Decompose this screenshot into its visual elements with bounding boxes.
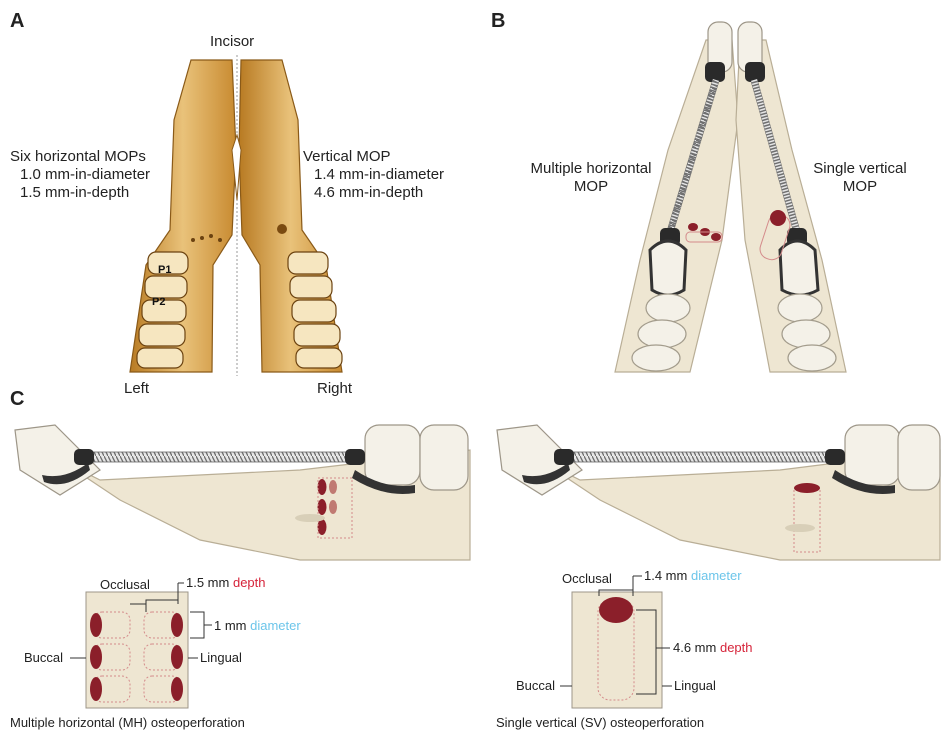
panel-a-jaw-image bbox=[130, 55, 342, 376]
panel-c-sv-illustration bbox=[497, 425, 940, 708]
a-left-line1: 1.0 mm-in-diameter bbox=[20, 166, 150, 184]
a-left-line2: 1.5 mm-in-depth bbox=[20, 184, 129, 202]
sv-buccal-label: Buccal bbox=[516, 678, 555, 693]
mh-buccal-label: Buccal bbox=[24, 650, 63, 665]
mh-diameter-label: 1 mm diameter bbox=[214, 618, 301, 633]
b-right-line2: MOP bbox=[805, 178, 915, 196]
panel-a-letter: A bbox=[10, 10, 24, 33]
b-left-line1: Multiple horizontal bbox=[521, 160, 661, 178]
sv-depth-word: depth bbox=[720, 640, 753, 655]
panel-c-letter: C bbox=[10, 388, 24, 411]
a-right-line2: 4.6 mm-in-depth bbox=[314, 184, 423, 202]
sv-depth-value: 4.6 mm bbox=[673, 640, 716, 655]
sv-occlusal-label: Occlusal bbox=[562, 571, 612, 586]
a-right-title: Vertical MOP bbox=[303, 148, 391, 166]
sv-lingual-label: Lingual bbox=[674, 678, 716, 693]
a-right-label: Right bbox=[317, 380, 352, 398]
a-incisor-label: Incisor bbox=[210, 33, 254, 51]
sv-perforation bbox=[599, 597, 633, 623]
mh-depth-value: 1.5 mm bbox=[186, 575, 229, 590]
a-right-line1: 1.4 mm-in-diameter bbox=[314, 166, 444, 184]
c-sv-spring bbox=[566, 452, 834, 462]
sv-diameter-word: diameter bbox=[691, 568, 742, 583]
sv-caption: Single vertical (SV) osteoperforation bbox=[496, 715, 704, 730]
panel-c-mh-illustration bbox=[15, 425, 470, 708]
b-left-line2: MOP bbox=[521, 178, 661, 196]
mh-caption: Multiple horizontal (MH) osteoperforatio… bbox=[10, 715, 245, 730]
mh-diameter-value: 1 mm bbox=[214, 618, 247, 633]
mh-occlusal-label: Occlusal bbox=[100, 577, 150, 592]
sv-diameter-label: 1.4 mm diameter bbox=[644, 568, 742, 583]
a-p1-label: P1 bbox=[158, 264, 171, 276]
mh-lingual-label: Lingual bbox=[200, 650, 242, 665]
mh-diameter-word: diameter bbox=[250, 618, 301, 633]
vertical-mop-mark bbox=[277, 224, 287, 234]
sv-diameter-value: 1.4 mm bbox=[644, 568, 687, 583]
a-left-label: Left bbox=[124, 380, 149, 398]
a-left-title: Six horizontal MOPs bbox=[10, 148, 146, 166]
mh-depth-word: depth bbox=[233, 575, 266, 590]
panel-b-jaw-illustration bbox=[615, 22, 846, 372]
b-right-line1: Single vertical bbox=[805, 160, 915, 178]
mh-depth-label: 1.5 mm depth bbox=[186, 575, 266, 590]
panel-b-letter: B bbox=[491, 10, 505, 33]
sv-depth-label: 4.6 mm depth bbox=[673, 640, 753, 655]
c-mh-spring bbox=[86, 452, 354, 462]
a-p2-label: P2 bbox=[152, 296, 165, 308]
